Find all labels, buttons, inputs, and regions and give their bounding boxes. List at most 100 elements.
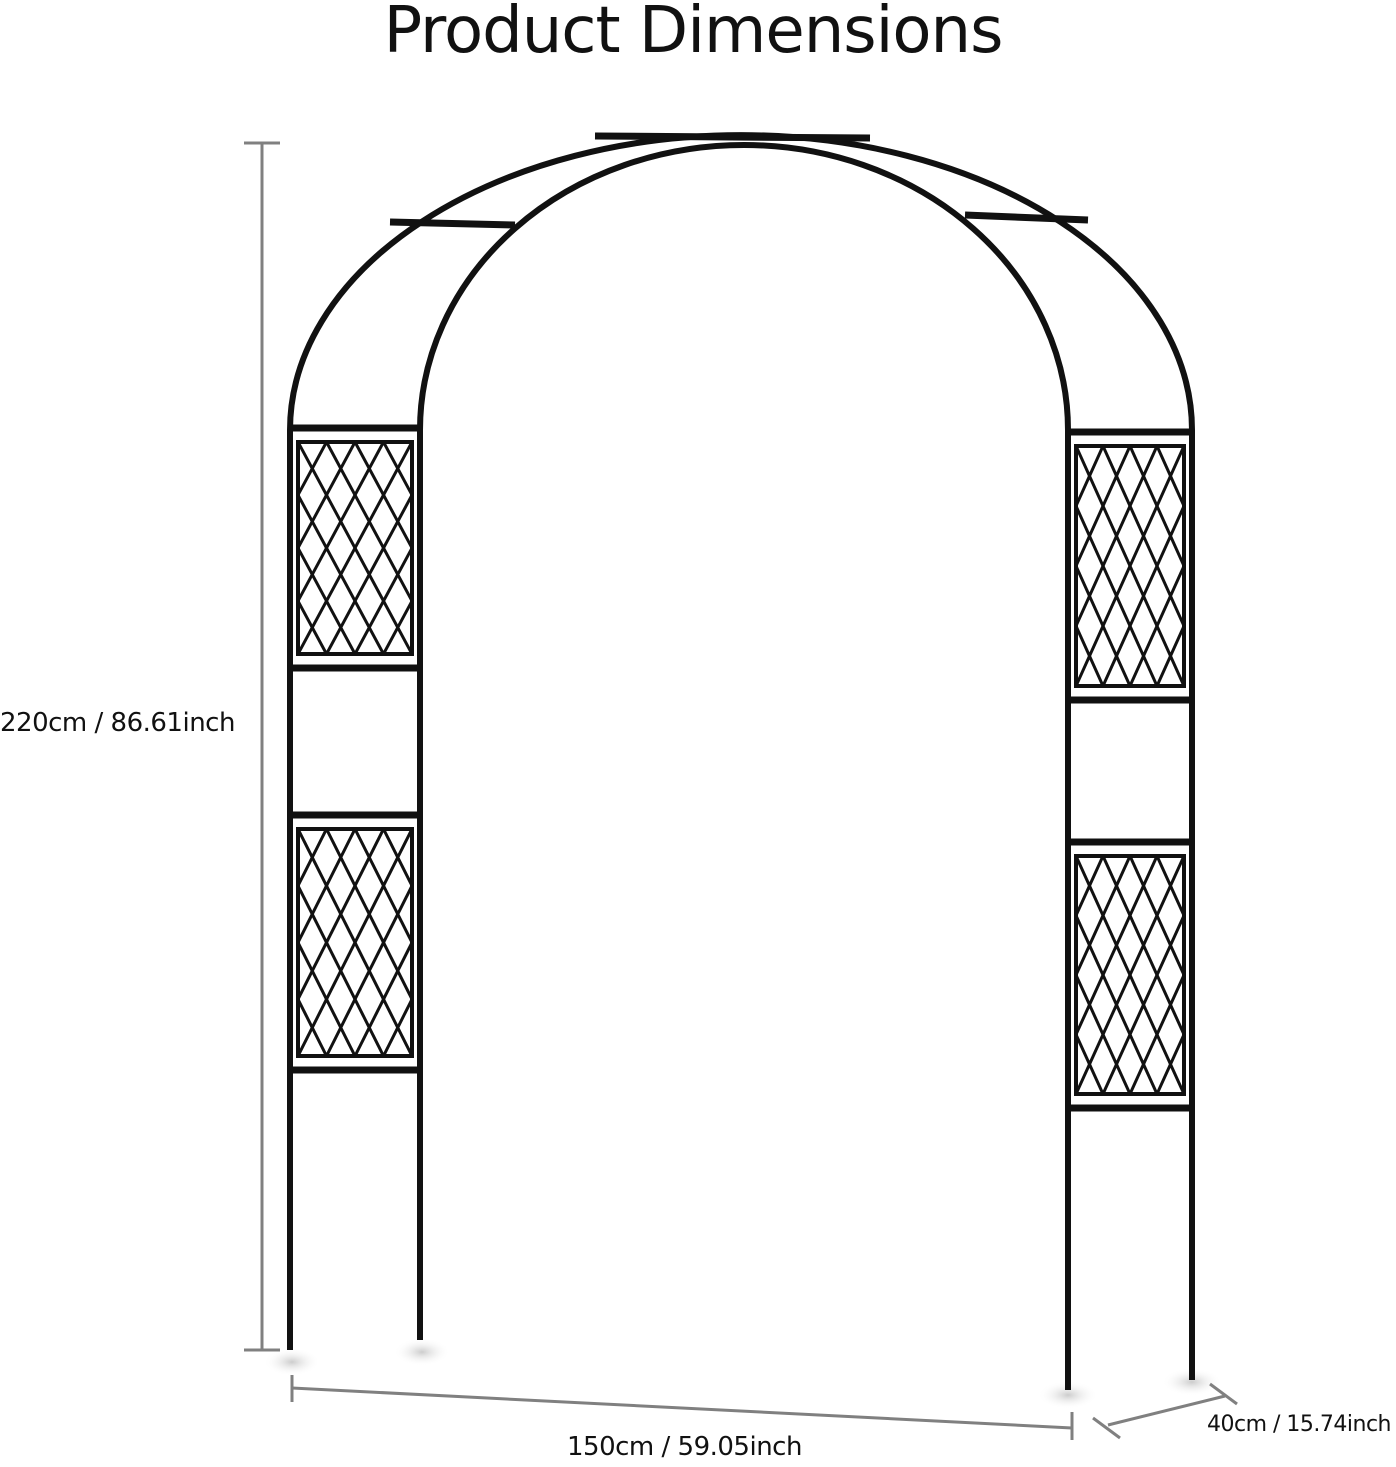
lattice-line <box>298 442 328 499</box>
lattice-line <box>779 856 887 1094</box>
lattice-line <box>353 544 412 654</box>
lattice-line <box>156 442 270 654</box>
lattice-line <box>156 442 270 654</box>
lattice-line <box>441 829 555 1056</box>
lattice-line <box>410 1052 412 1056</box>
lattice-line <box>1265 446 1373 686</box>
lattice-line <box>298 442 412 654</box>
lattice-line <box>1182 682 1184 686</box>
lattice-line <box>806 446 914 686</box>
lattice-line <box>0 829 70 1056</box>
lattice-line <box>941 446 1049 686</box>
lattice-line <box>298 544 357 654</box>
lattice-line <box>555 829 669 1056</box>
lattice-line <box>1076 856 1184 1094</box>
lattice-line <box>1155 1030 1184 1094</box>
lattice-line <box>298 829 328 890</box>
lattice-line <box>555 442 669 654</box>
lattice-line <box>752 856 860 1094</box>
lattice-line <box>498 829 612 1056</box>
lattice-line <box>42 442 156 654</box>
lattice-line <box>1076 971 1132 1094</box>
lattice-line <box>70 442 184 654</box>
lattice-line <box>1373 856 1396 1094</box>
lattice-line <box>833 446 941 686</box>
lattice-line <box>914 856 1022 1094</box>
lattice-line <box>13 442 127 654</box>
lattice-line <box>498 442 612 654</box>
lattice-line <box>526 442 640 654</box>
lattice-line <box>779 446 887 686</box>
lattice-line <box>752 446 860 686</box>
lattice-line <box>298 597 328 654</box>
lattice-line <box>298 650 300 654</box>
lattice-line <box>42 442 156 654</box>
lattice-line <box>298 829 412 1056</box>
lattice-line <box>1211 856 1319 1094</box>
lattice-line <box>70 829 184 1056</box>
lattice-line <box>410 442 412 446</box>
lattice-line <box>860 446 968 686</box>
lattice-line <box>298 1052 300 1056</box>
lattice-line <box>612 442 726 654</box>
lattice-grid <box>752 856 1396 1094</box>
lattice-line <box>779 856 887 1094</box>
lattice-line <box>156 829 270 1056</box>
lattice-line <box>99 829 213 1056</box>
lattice-line <box>1211 856 1319 1094</box>
lattice-line <box>70 442 184 654</box>
lattice-grid <box>0 442 754 654</box>
lattice-line <box>887 446 995 686</box>
lattice-line <box>914 446 1022 686</box>
lattice-line <box>583 829 697 1056</box>
lattice-line <box>1076 1090 1078 1094</box>
lattice-line <box>1346 446 1396 686</box>
lattice-line <box>1155 446 1184 510</box>
lattice-line <box>1076 856 1105 920</box>
lattice-line <box>1373 446 1396 686</box>
lattice-line <box>382 995 412 1056</box>
lattice-line <box>127 829 241 1056</box>
lattice-line <box>0 442 70 654</box>
floor-shadows <box>264 1338 1222 1409</box>
lattice-line <box>1155 622 1184 686</box>
lattice-line <box>99 442 213 654</box>
lattice-line <box>1319 856 1396 1094</box>
lattice-line <box>0 442 70 654</box>
lattice-line <box>640 442 754 654</box>
lattice-line <box>1238 856 1346 1094</box>
lattice-line <box>1101 502 1184 686</box>
depth-label: 40cm / 15.74inch <box>1207 1412 1392 1437</box>
lattice-line <box>1076 562 1132 686</box>
lattice-line <box>640 442 754 654</box>
lattice-line <box>887 856 995 1094</box>
lattice-line <box>127 442 241 654</box>
width-label: 150cm / 59.05inch <box>567 1432 802 1462</box>
lattice-line <box>833 856 941 1094</box>
lattice-line <box>860 856 968 1094</box>
lattice-line <box>941 856 1049 1094</box>
lattice-line <box>1373 446 1396 686</box>
lattice-line <box>1238 446 1346 686</box>
lattice-line <box>469 442 583 654</box>
lattice-line <box>1076 446 1078 450</box>
lattice-line <box>469 829 583 1056</box>
lattice-line <box>1292 446 1396 686</box>
lattice-line <box>555 442 669 654</box>
lattice-line <box>1182 1090 1184 1094</box>
lattice-line <box>612 442 726 654</box>
lattice-line <box>70 829 184 1056</box>
lattice-line <box>13 829 127 1056</box>
lattice-line <box>42 829 156 1056</box>
lattice-line <box>1319 446 1396 686</box>
lattice-line <box>13 829 127 1056</box>
lattice-line <box>441 442 555 654</box>
lattice-line <box>1265 446 1373 686</box>
lattice-line <box>410 829 412 833</box>
lattice-line <box>1319 446 1396 686</box>
lattice-line <box>127 829 241 1056</box>
lattice-line <box>1128 856 1184 979</box>
lattice-line <box>1319 856 1396 1094</box>
lattice-line <box>806 856 914 1094</box>
lattice-line <box>1076 856 1159 1039</box>
